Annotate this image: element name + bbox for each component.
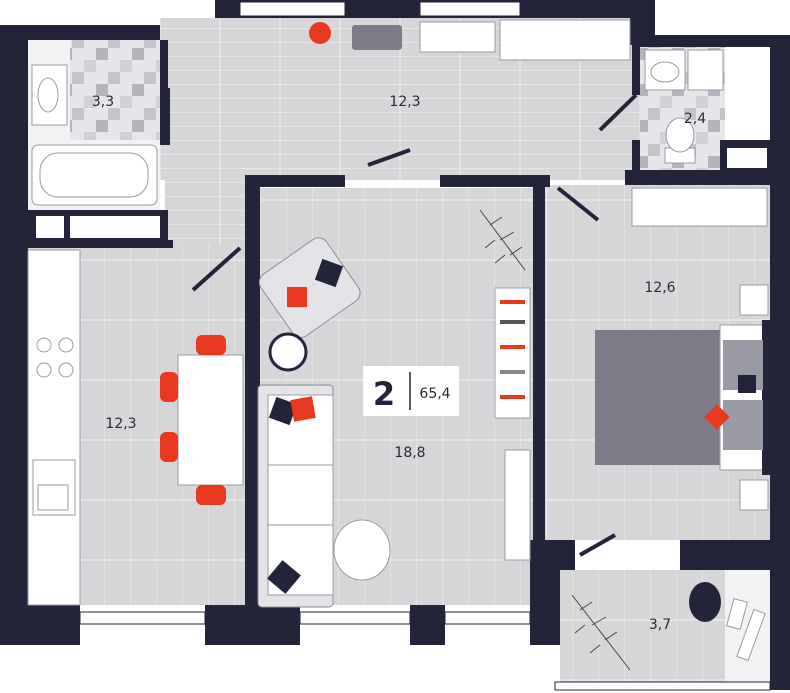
bedroom-wardrobe [631, 187, 768, 227]
bathtub [31, 144, 158, 206]
plant-balcony [571, 594, 631, 671]
doors [166, 0, 638, 557]
hall-mat [352, 25, 402, 50]
toilet [664, 117, 696, 164]
armchair [258, 237, 361, 338]
hall-wardrobe [499, 19, 631, 61]
wc-sink [644, 49, 724, 91]
hall-lamp [309, 22, 331, 44]
rooms-count: 2 [373, 375, 395, 413]
bathroom-area: 3,3 [92, 94, 114, 110]
nightstand-top [739, 284, 769, 316]
hall-area: 12,3 [389, 94, 420, 110]
bedroom-area: 12,6 [644, 280, 675, 296]
keyboard [726, 598, 748, 630]
bed [595, 320, 770, 475]
desk-chair [689, 582, 721, 622]
total-area: 65,4 [419, 386, 450, 402]
living-area: 18,8 [394, 445, 425, 461]
side-table [268, 332, 308, 372]
kitchen-area: 12,3 [105, 416, 136, 432]
plant-living [479, 209, 526, 271]
bathroom-tiles [70, 40, 160, 140]
computer-monitor [736, 608, 766, 662]
kitchen-counter [27, 249, 81, 606]
bookshelf [494, 287, 531, 419]
bathroom-sink [31, 64, 68, 126]
hall-shelf [419, 21, 496, 53]
dining-table [160, 335, 244, 505]
windows [79, 1, 771, 691]
coffee-table [333, 519, 391, 581]
balcony-area: 3,7 [649, 617, 671, 633]
sofa [257, 384, 334, 608]
apartment-summary-badge: 2 65,4 [363, 366, 459, 416]
wc-area: 2,4 [684, 111, 706, 127]
nightstand-bottom [739, 479, 769, 511]
tv-stand [504, 449, 531, 561]
